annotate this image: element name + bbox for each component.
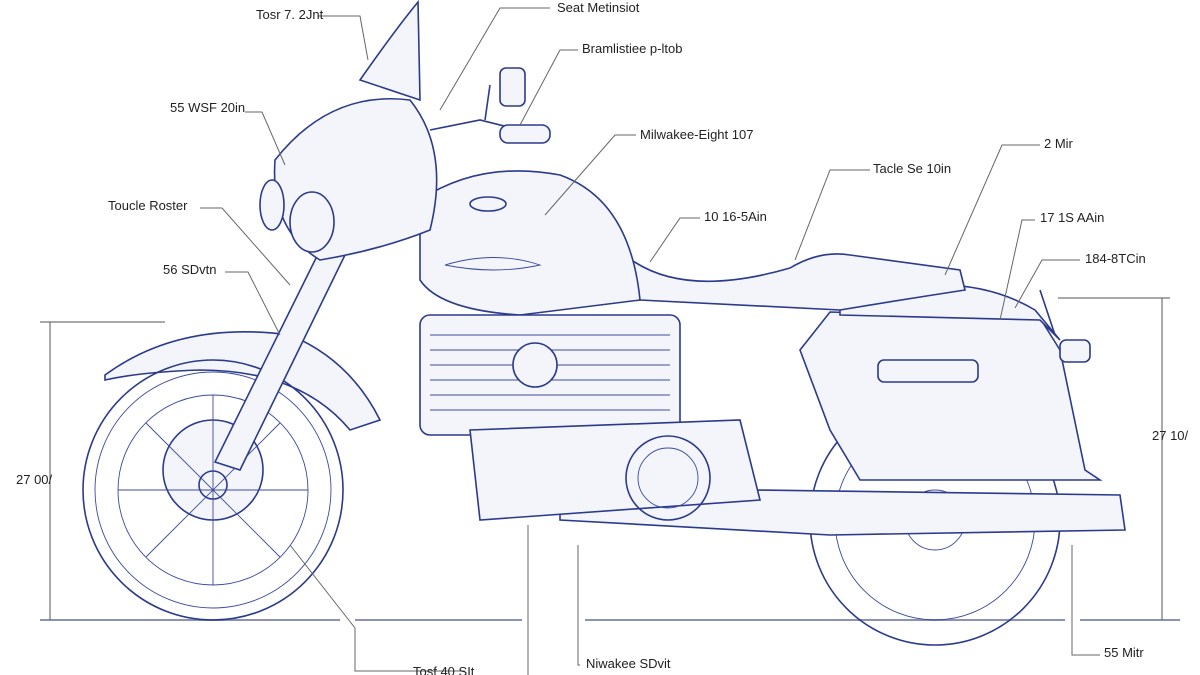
handlebar-grip xyxy=(499,124,551,144)
label-height-right: 27 10/ xyxy=(1152,428,1189,443)
label-engine-bottom: Niwakee SDvit xyxy=(586,656,671,671)
saddlebag xyxy=(799,311,1103,481)
dimension-left xyxy=(40,321,165,620)
saddlebag-handle xyxy=(877,359,979,383)
label-engine: Milwakee-Eight 107 xyxy=(640,127,753,142)
label-seat: Tacle Se 10in xyxy=(873,161,951,176)
front-wheel xyxy=(82,359,344,621)
dimension-right xyxy=(1058,297,1170,620)
tail-light xyxy=(1059,339,1091,363)
callout-lines xyxy=(200,7,1100,675)
label-tank: 10 16-5Ain xyxy=(704,209,767,224)
windshield xyxy=(358,0,421,102)
label-front-bottom: Tosf 40 SIt xyxy=(413,664,475,675)
mirror xyxy=(499,67,526,107)
label-fork: 56 SDvtn xyxy=(163,262,216,277)
label-height-left: 27 00/ xyxy=(16,472,53,487)
tail-light-stand xyxy=(1039,289,1056,336)
label-handlebar: Bramlistiee p-ltob xyxy=(582,41,682,56)
engine xyxy=(419,314,762,521)
label-rear-bottom: 55 Mitr xyxy=(1104,645,1144,660)
seat xyxy=(623,252,966,311)
label-seat-top: Seat Metinsiot xyxy=(557,0,640,15)
label-saddlebag: 17 1S AAin xyxy=(1040,210,1104,225)
aux-light xyxy=(259,179,285,231)
label-rear-top: 2 Mir xyxy=(1044,136,1074,151)
fuel-cap xyxy=(469,196,507,212)
label-tail: 184-8TCin xyxy=(1085,251,1146,266)
front-fender xyxy=(104,331,382,431)
fuel-tank xyxy=(419,170,641,316)
label-fairing: 55 WSF 20in xyxy=(170,100,245,115)
label-windshield: Tosr 7. 2Jnt xyxy=(256,7,324,22)
headlight xyxy=(289,191,335,253)
tank-emblem xyxy=(444,257,542,271)
label-headlight: Toucle Roster xyxy=(108,198,188,213)
